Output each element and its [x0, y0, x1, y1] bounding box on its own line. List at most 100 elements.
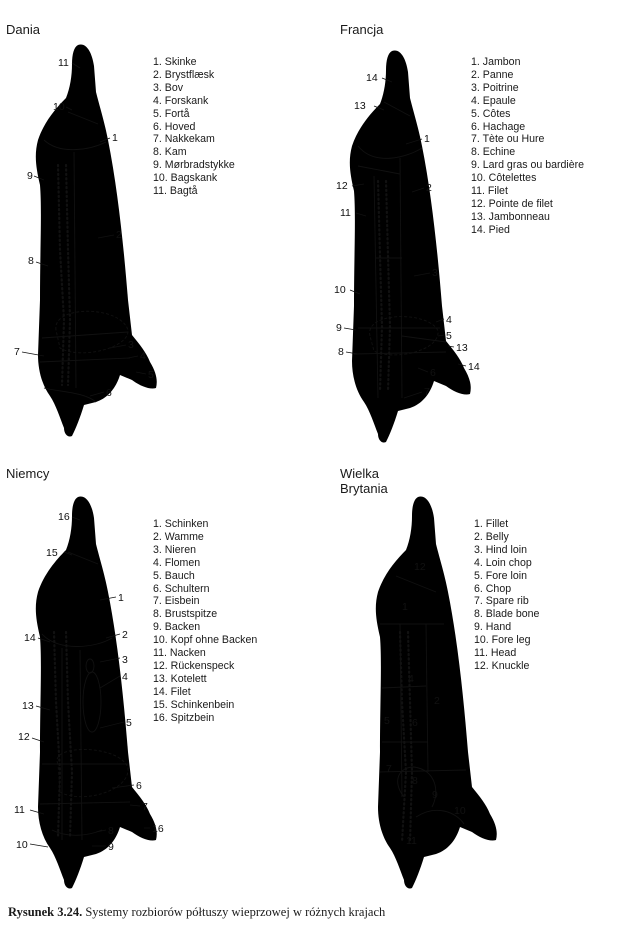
- callout-2: 2: [434, 695, 440, 707]
- callout-8: 8: [108, 825, 114, 837]
- caption-text: Systemy rozbiorów półtuszy wieprzowej w …: [82, 905, 386, 919]
- callout-1: 1: [118, 592, 124, 604]
- legend-item: 8. Echine: [471, 146, 516, 159]
- legend-item: 3. Nieren: [153, 543, 196, 556]
- legend-item: 9. Hand: [474, 621, 512, 634]
- legend-item: 11. Filet: [471, 185, 508, 198]
- legend-item: 11. Bagtå: [153, 185, 198, 198]
- callout-4: 4: [446, 314, 452, 326]
- legend-item: 8. Blade bone: [474, 608, 540, 621]
- legend-item: 14. Pied: [471, 223, 510, 236]
- callout-2: 2: [426, 182, 432, 194]
- callout-9: 9: [108, 841, 114, 853]
- callout-10: 10: [16, 839, 28, 851]
- callout-4: 4: [140, 350, 146, 362]
- callout-7: 7: [424, 386, 430, 398]
- legend-item: 4. Flomen: [153, 556, 201, 569]
- legend-item: 6. Schultern: [153, 582, 210, 595]
- carcass-diagram-wielka-brytania: 12 1 2 4 5 6 7 8 9 10 11: [375, 496, 497, 889]
- callout-16b: 16: [152, 823, 164, 835]
- callout-1: 1: [112, 132, 118, 144]
- callout-4: 4: [408, 673, 414, 685]
- legend-item: 11. Head: [474, 647, 517, 660]
- legend-item: 6. Chop: [474, 582, 512, 595]
- callout-8: 8: [338, 346, 344, 358]
- legend-item: 14. Filet: [153, 685, 191, 698]
- callout-13: 13: [354, 100, 366, 112]
- country-title-francja: Francja: [340, 22, 384, 37]
- figure-caption: Rysunek 3.24. Systemy rozbiorów półtuszy…: [8, 905, 385, 920]
- legend-item: 15. Schinkenbein: [153, 698, 235, 711]
- legend-francja: 1. Jambon 2. Panne 3. Poitrine 4. Epaule…: [471, 56, 584, 237]
- legend-item: 5. Côtes: [471, 107, 511, 120]
- callout-14: 14: [366, 72, 378, 84]
- callout-6: 6: [106, 387, 112, 399]
- callout-4: 4: [122, 671, 128, 683]
- caption-label: Rysunek 3.24.: [8, 905, 83, 919]
- callout-2: 2: [122, 629, 128, 641]
- legend-item: 9. Lard gras ou bardière: [471, 159, 585, 172]
- callout-16: 16: [58, 511, 70, 523]
- legend-item: 5. Bauch: [153, 569, 195, 582]
- legend-item: 1. Fillet: [474, 518, 509, 530]
- legend-dania: 1. Skinke 2. Brystflæsk 3. Bov 4. Forska…: [153, 56, 235, 198]
- callout-8: 8: [28, 255, 34, 267]
- legend-item: 7. Eisbein: [153, 595, 200, 608]
- callout-6: 6: [430, 367, 436, 379]
- legend-item: 9. Mørbradstykke: [153, 159, 235, 172]
- legend-item: 7. Nakkekam: [153, 133, 215, 146]
- callout-12: 12: [414, 561, 426, 573]
- legend-item: 12. Rückenspeck: [153, 659, 235, 672]
- legend-item: 10. Kopf ohne Backen: [153, 634, 258, 647]
- callout-10: 10: [334, 284, 346, 296]
- legend-item: 8. Kam: [153, 146, 187, 159]
- legend-item: 12. Knuckle: [474, 659, 530, 672]
- country-title-wielka-brytania: Wielka Brytania: [340, 466, 388, 496]
- callout-6: 6: [412, 717, 418, 729]
- callout-7: 7: [386, 763, 392, 775]
- callout-6: 6: [136, 780, 142, 792]
- legend-item: 3. Poitrine: [471, 81, 519, 94]
- legend-item: 2. Panne: [471, 68, 514, 81]
- legend-item: 13. Kotelett: [153, 672, 207, 685]
- callout-7: 7: [14, 346, 20, 358]
- legend-item: 3. Bov: [153, 81, 184, 94]
- legend-item: 1. Jambon: [471, 56, 521, 68]
- callout-5: 5: [446, 330, 452, 342]
- callout-9: 9: [432, 789, 438, 801]
- legend-item: 5. Fore loin: [474, 569, 527, 582]
- callout-5: 5: [126, 717, 132, 729]
- legend-item: 8. Brustspitze: [153, 608, 218, 621]
- legend-item: 4. Loin chop: [474, 556, 532, 569]
- callout-10: 10: [53, 101, 65, 113]
- callout-8: 8: [412, 775, 418, 787]
- country-title-dania: Dania: [6, 22, 40, 37]
- legend-item: 1. Skinke: [153, 56, 197, 68]
- legend-item: 2. Wamme: [153, 530, 204, 543]
- callout-11: 11: [14, 804, 25, 816]
- legend-item: 11. Nacken: [153, 647, 206, 660]
- callout-13: 13: [22, 700, 34, 712]
- callout-11: 11: [58, 57, 69, 69]
- legend-item: 10. Bagskank: [153, 172, 218, 185]
- legend-item: 6. Hoved: [153, 120, 196, 133]
- legend-item: 10. Côtelettes: [471, 172, 537, 185]
- legend-item: 6. Hachage: [471, 120, 526, 133]
- legend-item: 5. Fortå: [153, 107, 190, 120]
- country-title-niemcy: Niemcy: [6, 466, 50, 481]
- legend-item: 13. Jambonneau: [471, 210, 550, 223]
- callout-12: 12: [336, 180, 348, 192]
- callout-13b: 13: [456, 342, 468, 354]
- legend-item: 2. Brystflæsk: [153, 68, 215, 81]
- legend-item: 7. Spare rib: [474, 595, 529, 608]
- callout-2: 2: [116, 229, 122, 241]
- callout-14: 14: [24, 632, 36, 644]
- carcass-diagram-francja: 14 13 1 12 2 11 3 10 4 9 5 13 8 14 6 7: [334, 50, 480, 443]
- legend-item: 1. Schinken: [153, 518, 209, 530]
- legend-item: 9. Backen: [153, 621, 201, 634]
- legend-item: 16. Spitzbein: [153, 711, 215, 724]
- callout-15: 15: [46, 547, 58, 559]
- legend-item: 4. Epaule: [471, 94, 516, 107]
- legend-niemcy: 1. Schinken 2. Wamme 3. Nieren 4. Flomen…: [153, 518, 257, 725]
- callout-10: 10: [454, 805, 466, 817]
